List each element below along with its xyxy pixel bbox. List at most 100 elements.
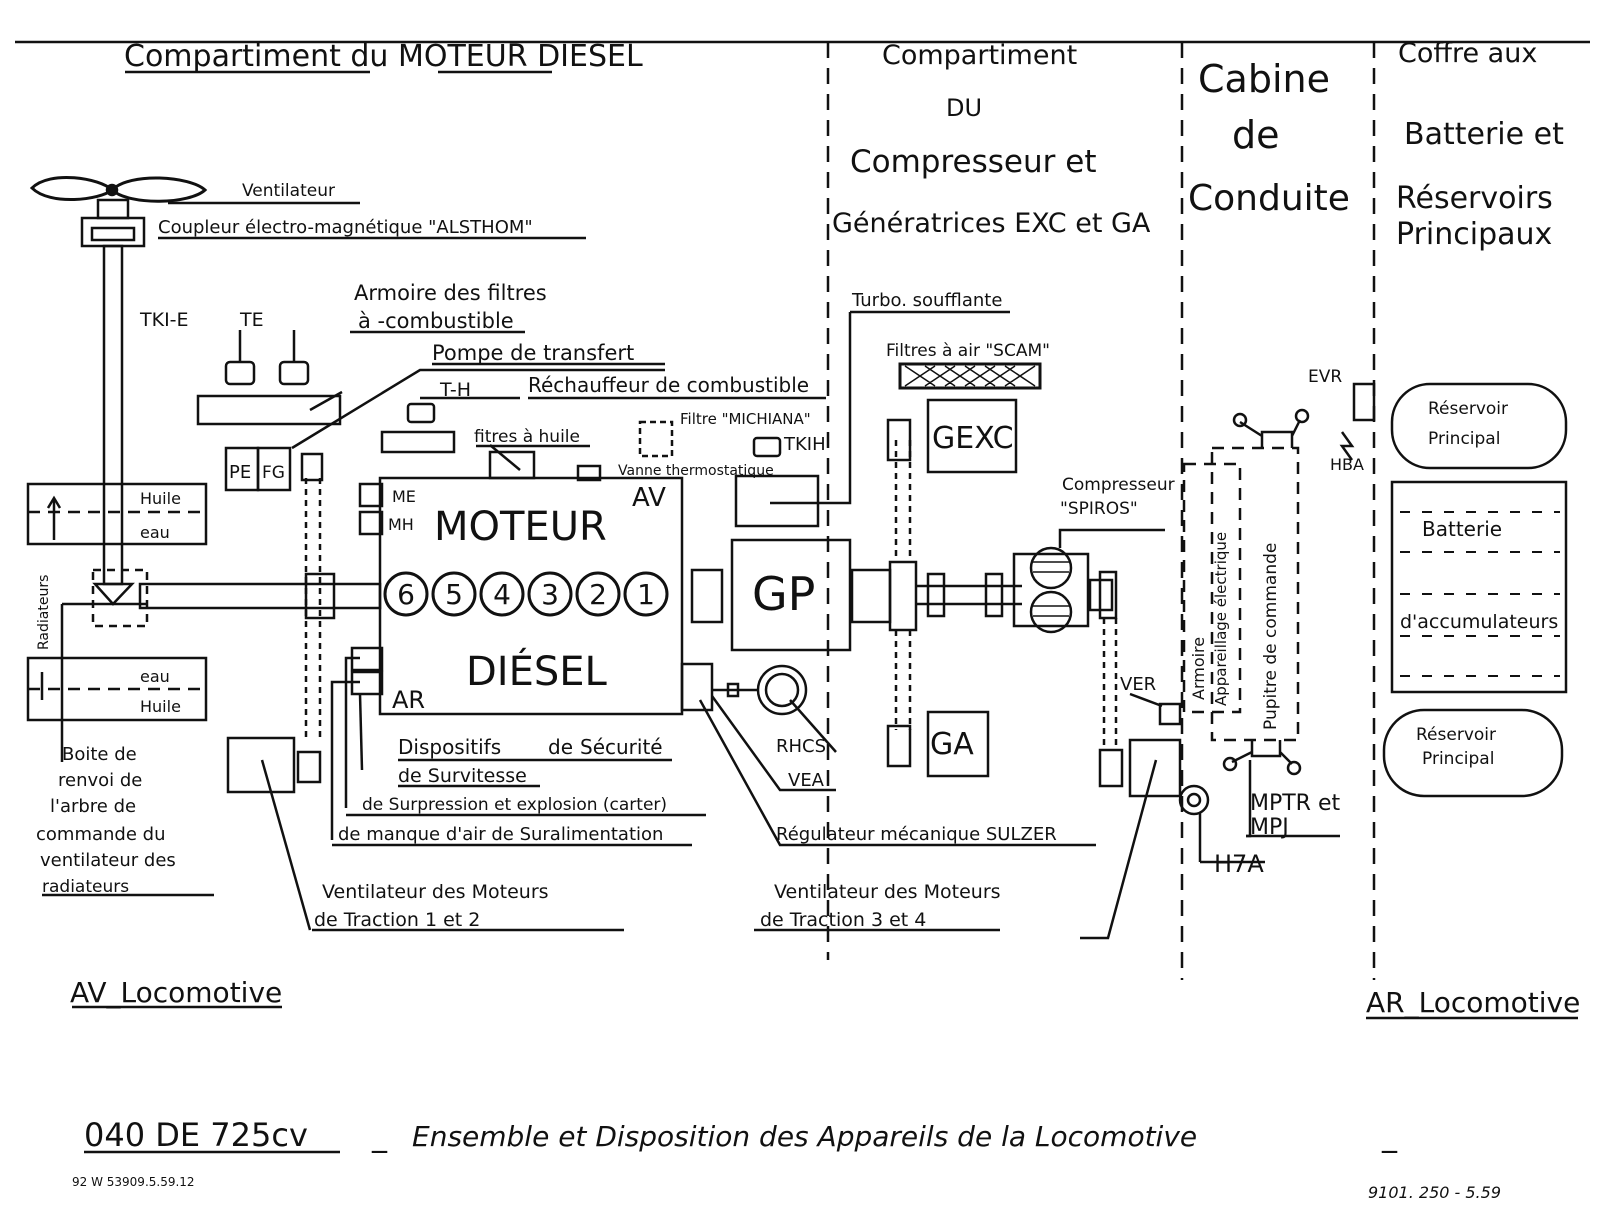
tkih-sensor [752,436,782,458]
engine-block [378,476,684,716]
label-moteur: MOTEUR [434,504,607,550]
oil-filters [488,450,536,480]
label-boite-6: radiateurs [42,877,129,897]
label-armoire-filtres-1: Armoire des filtres [354,281,547,305]
lever-icon [1231,740,1293,765]
label-boite-4: commande du [36,824,165,845]
label-eau-1: eau [140,523,170,542]
label-ga: GA [930,727,974,762]
th-sensor [406,402,436,424]
section-compressor-line1: Compartiment [882,40,1077,71]
evr-valve [1352,382,1376,422]
label-radiateurs: Radiateurs [36,575,52,650]
label-survitesse: de Survitesse [398,765,527,787]
label-boite-3: l'arbre de [50,796,136,817]
label-eau-2: eau [140,667,170,686]
label-rechauffeur: Réchauffeur de combustible [528,373,809,397]
label-av-loco: AV_Locomotive [70,976,282,1009]
traction-fan-left [226,736,296,794]
footer-ref-left: 92 W 53909.5.59.12 [72,1175,195,1189]
label-ar-loco: AR_Locomotive [1366,986,1580,1019]
label-vent12-2: de Traction 1 et 2 [314,909,480,931]
traction-fan-right [1128,738,1182,798]
label-gp: GP [752,567,815,621]
cylinder-circle [527,571,573,617]
label-armoire-app-1: Armoire [1189,637,1208,700]
label-pupitre: Pupitre de commande [1261,543,1281,730]
label-diesel-word: DIÉSEL [466,647,608,695]
control-desk [1210,446,1300,742]
label-hba: HBA [1330,455,1364,474]
fuel-heater [380,430,456,454]
cylinder-circle [383,571,429,617]
label-th: T-H [439,379,471,401]
tkie-sensor [224,360,256,386]
label-ver: VER [1120,674,1156,695]
label-mptr-1: MPTR et [1250,791,1341,816]
bevel-gear [92,582,135,606]
section-battery-line2: Batterie et [1404,117,1564,152]
battery-grid [1400,511,1560,677]
cylinder-number: 1 [637,578,655,611]
cylinder-number: 2 [589,578,607,611]
section-diesel: Compartiment du MOTEUR DIESEL [124,39,643,74]
label-gexc: GEXC [932,421,1014,456]
label-reservoir1-1: Réservoir [1428,399,1508,419]
turbo-box [734,474,820,528]
label-compresseur-1: Compresseur [1062,475,1175,495]
label-te: TE [239,309,264,331]
ver-valve [1158,702,1182,726]
reservoir-bottom [1382,708,1564,798]
label-evr: EVR [1308,367,1342,387]
label-pe: PE [229,462,251,483]
section-battery-line4: Principaux [1396,217,1552,252]
horizontal-shaft [138,582,382,610]
label-reservoir1-2: Principal [1428,429,1500,449]
label-manque: de manque d'air de Suralimentation [338,824,663,845]
label-vent12-1: Ventilateur des Moteurs [322,881,549,903]
footer-dash-1: _ [371,1119,388,1154]
label-dispositifs-1: Dispositifs [398,735,501,759]
label-filtre-michiana: Filtre "MICHIANA" [680,410,811,428]
section-cab-line1: Cabine [1198,57,1330,101]
lever-icon [1239,419,1302,448]
footer-dash-2: _ [1381,1119,1398,1154]
label-armoire-filtres-2: à -combustible [358,309,514,333]
michiana-filter [638,420,674,458]
coupler-icon [80,198,146,248]
label-vea: VEA [788,770,825,791]
label-rhcs: RHCS [776,736,826,757]
label-tkie: TKI-E [139,309,189,331]
label-vent34-1: Ventilateur des Moteurs [774,881,1001,903]
label-vanne: Vanne thermostatique [618,463,774,479]
label-ar-engine: AR [392,686,425,714]
vertical-shaft [102,244,124,586]
label-me: ME [392,487,416,506]
label-av-engine: AV [632,483,666,513]
footer-title: Ensemble et Disposition des Appareils de… [412,1120,1197,1153]
label-compresseur-2: "SPIROS" [1060,499,1138,519]
cylinder-circle [431,571,477,617]
footer-ref-right: 9101. 250 - 5.59 [1368,1183,1501,1202]
cylinder-circle [479,571,525,617]
label-boite-2: renvoi de [58,770,142,791]
label-dispositifs-3: Sécurité [580,735,663,759]
label-pompe: Pompe de transfert [432,341,634,365]
label-reservoir2-1: Réservoir [1416,725,1496,745]
label-fg: FG [262,463,285,483]
fg-box [256,446,292,492]
label-h7a: H7A [1214,850,1264,878]
label-armoire-app-2: Appareillage électrique [1212,532,1230,706]
scam-air-filters [898,362,1042,390]
section-battery-line1: Coffre aux [1398,38,1537,69]
gp-generator [730,538,852,652]
label-huile-1: Huile [140,489,181,508]
label-regulateur: Régulateur mécanique SULZER [776,824,1057,845]
label-dispositifs-2: de [548,735,573,759]
spiros-compressor [1012,552,1090,628]
label-coupleur: Coupleur électro-magnétique "ALSTHOM" [158,217,533,238]
section-compressor-line3: Compresseur et [850,144,1096,180]
label-batterie: Batterie [1422,517,1502,541]
